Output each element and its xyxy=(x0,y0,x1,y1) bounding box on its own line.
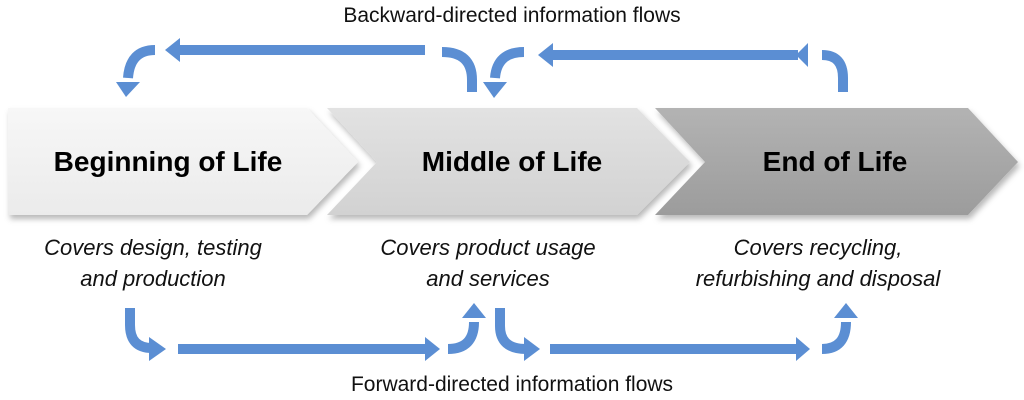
arrowhead-left-icon xyxy=(796,43,808,67)
forward-arrow-beginning-curve xyxy=(125,308,153,353)
arrowhead-up-icon xyxy=(834,303,858,318)
arrowhead-down-icon xyxy=(483,82,507,98)
stage-desc-end: Covers recycling, refurbishing and dispo… xyxy=(662,232,974,294)
stage-title-end: End of Life xyxy=(762,146,908,177)
stage-title-middle: Middle of Life xyxy=(421,146,603,177)
stage-desc-line: and production xyxy=(80,266,226,291)
backward-flow-arrows xyxy=(123,45,848,92)
stage-title-beginning: Beginning of Life xyxy=(53,146,283,177)
arrowhead-right-icon xyxy=(149,337,166,361)
forward-flow-arrowheads xyxy=(149,303,858,361)
chevron-end-of-life xyxy=(655,108,1018,215)
chevron-beginning-of-life xyxy=(8,108,358,215)
arrowhead-left-icon xyxy=(165,38,180,62)
forward-flow-label: Forward-directed information flows xyxy=(350,373,674,396)
backward-flow-arrowheads xyxy=(116,38,808,98)
stage-desc-middle: Covers product usage and services xyxy=(335,232,641,294)
stage-desc-line: Covers recycling, xyxy=(733,235,903,260)
arrowhead-up-icon xyxy=(462,303,486,318)
backward-arrow-beginning-curve xyxy=(123,45,156,79)
arrowhead-right-icon xyxy=(796,337,810,361)
arrowhead-right-icon xyxy=(425,337,440,361)
stage-desc-line: refurbishing and disposal xyxy=(695,266,941,291)
forward-flow-arrows xyxy=(125,308,851,354)
forward-arrow-middle-left-curve xyxy=(447,321,479,354)
stage-desc-beginning: Covers design, testing and production xyxy=(0,232,306,294)
chevron-middle-of-life xyxy=(327,108,690,215)
stage-desc-line: Covers product usage xyxy=(380,235,596,260)
stage-desc-line: Covers design, testing xyxy=(44,235,262,260)
backward-arrow-end-curve xyxy=(821,50,848,92)
backward-arrow-middle-right-curve xyxy=(490,47,525,79)
backward-flow-label: Backward-directed information flows xyxy=(343,4,681,27)
backward-arrow-middle-left-curve xyxy=(441,47,477,92)
arrowhead-left-icon xyxy=(538,43,553,67)
stage-desc-line: and services xyxy=(426,266,550,291)
forward-arrow-end-curve xyxy=(821,321,851,354)
arrowhead-down-icon xyxy=(116,82,140,97)
arrowhead-right-icon xyxy=(524,337,540,361)
forward-arrow-middle-right-curve xyxy=(495,308,527,354)
